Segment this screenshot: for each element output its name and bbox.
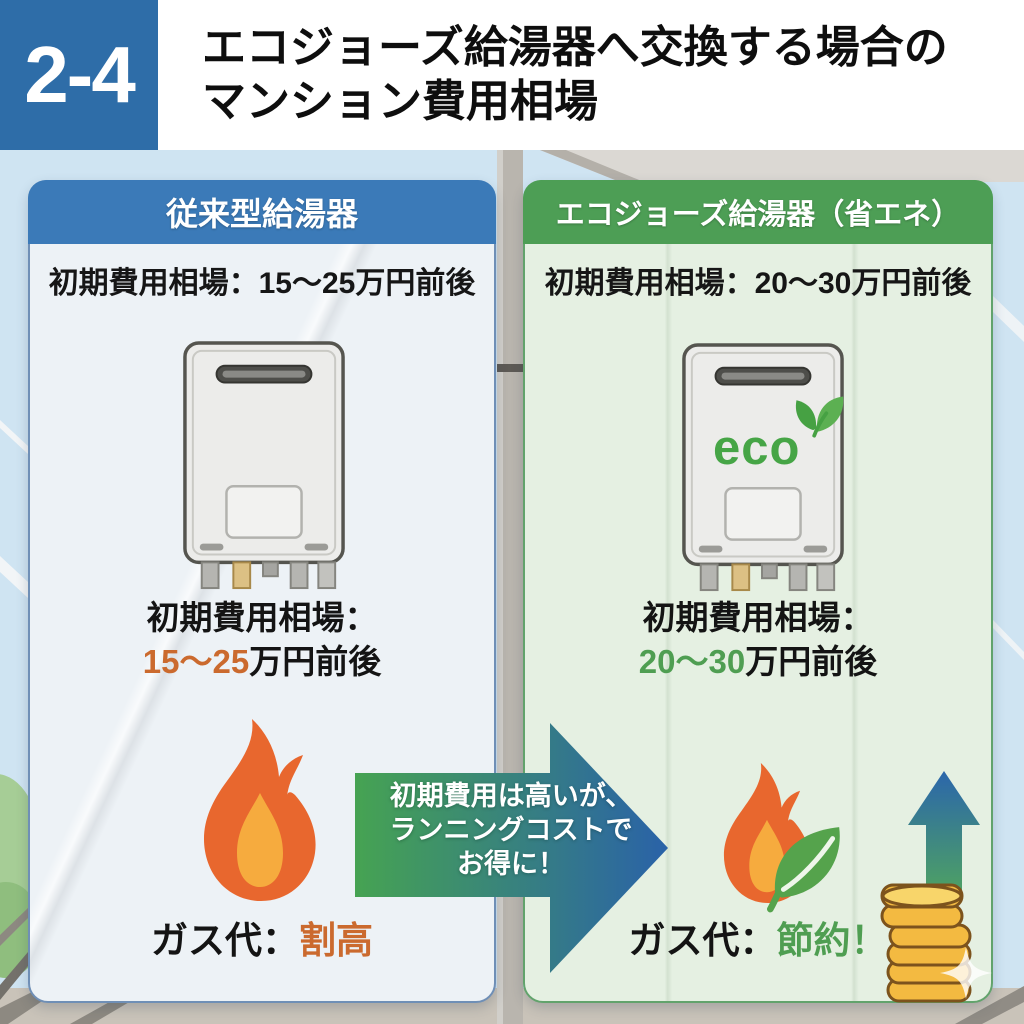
page-title-line1: エコジョーズ給湯器へ交換する場合の — [202, 23, 948, 72]
comparison-arrow — [355, 723, 668, 973]
arrow-note-line3: お得に！ — [457, 849, 565, 879]
gas-label: ガス代： — [628, 920, 777, 961]
panel-eco-heater: エコジョーズ給湯器（省エネ） 初期費用相場：20〜30万円前後 eco 初期費用… — [523, 180, 993, 1003]
arrow-note-line1: 初期費用は高いが、 — [389, 781, 633, 811]
panel-conventional-title: 従来型給湯器 — [28, 180, 496, 244]
page-title: エコジョーズ給湯器へ交換する場合の マンション費用相場 — [158, 0, 1024, 150]
eco-logo-text: eco — [713, 421, 801, 475]
initial-cost-line-conventional: 初期費用相場：15〜25万円前後 — [48, 267, 476, 300]
initial-cost-block-conventional: 初期費用相場： 15〜25万円前後 — [30, 596, 494, 684]
up-arrow-icon — [908, 771, 980, 897]
initial-cost-label: 初期費用相場： — [146, 599, 378, 636]
panel-eco-title: エコジョーズ給湯器（省エネ） — [523, 180, 993, 244]
eco-logo-leaf-icon — [795, 396, 844, 438]
cost-suffix: 万円前後 — [745, 643, 878, 680]
arrow-note-text: 初期費用は高いが、 ランニングコストで お得に！ — [368, 779, 654, 881]
gas-value-savings: 節約！ — [776, 920, 888, 961]
section-number-badge: 2-4 — [0, 0, 158, 150]
coin-stack-up-arrow-icon — [880, 771, 980, 1003]
initial-cost-label: 初期費用相場： — [642, 599, 874, 636]
gas-cost-line-eco: ガス代：節約！ — [525, 910, 991, 964]
page-title-line2: マンション費用相場 — [202, 77, 598, 126]
water-heater-illustration-conventional — [183, 341, 345, 590]
water-heater-illustration-eco — [682, 343, 844, 592]
gas-cost-line-conventional: ガス代：割高 — [30, 910, 494, 964]
initial-cost-value: 20〜30万円前後 — [525, 640, 991, 684]
cost-suffix: 万円前後 — [249, 643, 382, 680]
initial-cost-value: 15〜25万円前後 — [30, 640, 494, 684]
gas-label: ガス代： — [151, 920, 299, 961]
initial-cost-block-eco: 初期費用相場： 20〜30万円前後 — [525, 596, 991, 684]
gas-value-expensive: 割高 — [299, 920, 373, 961]
flame-icon — [203, 719, 316, 901]
cost-range-highlight: 15〜25 — [142, 643, 250, 680]
sparkle-icon — [940, 947, 992, 999]
initial-cost-line-eco: 初期費用相場：20〜30万円前後 — [544, 267, 972, 300]
leaf-icon — [767, 827, 840, 913]
cost-range-highlight: 20〜30 — [638, 643, 746, 680]
arrow-note-line2: ランニングコストで — [389, 815, 633, 845]
